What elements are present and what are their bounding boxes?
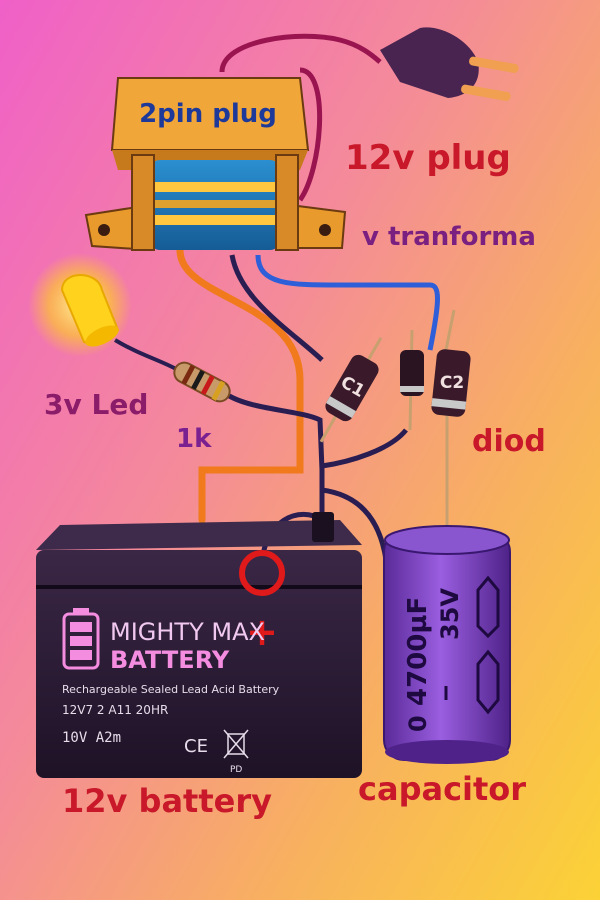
blue-wire	[255, 254, 440, 351]
transformer-label: 2pin plug	[139, 99, 277, 129]
resistor	[173, 361, 231, 403]
battery-icon	[62, 608, 100, 670]
pd-mark: PD	[230, 765, 242, 775]
label-capacitor: capacitor	[358, 770, 527, 808]
capacitor-voltage: 35V	[436, 588, 464, 640]
label-12v-plug: 12v plug	[345, 138, 511, 178]
navy-wire-transformer	[229, 254, 324, 362]
battery: + MIGHTY MAX BATTERY Rechargeable Sealed…	[36, 512, 362, 778]
label-12v-battery: 12v battery	[62, 782, 272, 820]
battery-spec-line1: Rechargeable Sealed Lead Acid Battery	[62, 683, 280, 696]
battery-spec-line3: 10V A2m	[62, 730, 121, 746]
led	[28, 253, 132, 357]
label-3v-led: 3v Led	[44, 388, 149, 421]
battery-brand-line1: MIGHTY MAX	[110, 618, 265, 646]
capacitor-value: 4700µF	[403, 597, 433, 706]
positive-terminal-marker	[239, 550, 285, 596]
label-transformer: v tranforma	[362, 222, 536, 252]
diode-junction-wire	[321, 428, 408, 469]
capacitor-prefix: 0	[404, 715, 432, 732]
plug-cord-to-transformer	[297, 67, 323, 202]
battery-spec-line2: 12V7 2 A11 20HR	[62, 703, 168, 717]
capacitor: 4700µF 35V 0	[383, 525, 511, 764]
ce-mark: CE	[184, 736, 208, 757]
label-diode: diod	[472, 424, 546, 459]
diode-c2-label: C2	[440, 373, 464, 393]
diode-c1: C1	[319, 337, 383, 443]
led-lead	[113, 338, 179, 372]
diode-c2: C2	[431, 309, 471, 417]
label-resistor-1k: 1k	[176, 424, 212, 454]
resistor-to-battery-wire	[224, 391, 325, 520]
orange-wire	[176, 246, 304, 524]
crossed-bin-icon	[223, 729, 249, 759]
plug-cord	[219, 33, 382, 73]
transformer: 2pin plug	[84, 77, 347, 252]
positive-sign: +	[246, 610, 278, 654]
diode-middle	[400, 329, 424, 431]
battery-brand-line2: BATTERY	[110, 646, 230, 674]
two-pin-plug	[380, 27, 519, 101]
